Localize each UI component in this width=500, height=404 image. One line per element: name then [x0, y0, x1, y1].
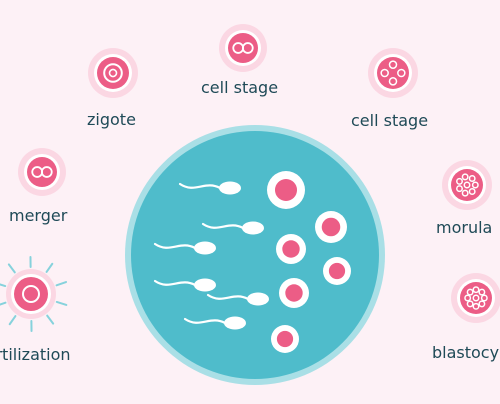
cell-body [14, 277, 48, 311]
sperm-head [219, 182, 241, 195]
egg-nucleus [322, 218, 341, 237]
merger-cell [18, 148, 66, 196]
sperm-head [224, 317, 246, 330]
blastocyst-cell [451, 273, 500, 323]
sperm-head [194, 279, 216, 292]
egg-cell [279, 278, 309, 308]
sperm-head [242, 222, 264, 235]
sperm-ray [9, 264, 15, 272]
petri-dish [125, 125, 385, 385]
egg-nucleus [329, 263, 345, 279]
sperm-ray [57, 282, 66, 285]
label-cell-stage-2: cell stage [201, 78, 278, 97]
sperm-head [194, 242, 216, 255]
sperm-ray [10, 316, 16, 324]
dish-liquid [131, 131, 379, 379]
egg-nucleus [277, 331, 293, 347]
sperm-ray [47, 264, 53, 272]
egg-cell [323, 257, 351, 285]
egg-nucleus [282, 240, 299, 257]
sperm-ray [57, 302, 67, 305]
label-morula: morula [436, 218, 492, 237]
morula-cell [442, 160, 492, 210]
zigote-cell [88, 48, 138, 98]
label-cell-stage-4: cell stage [351, 111, 428, 130]
cell-stage-2-cell [219, 24, 267, 72]
sperm-ray [0, 303, 5, 306]
fertilization-cell [0, 257, 66, 331]
egg-cell [315, 211, 347, 243]
egg-cell [267, 171, 305, 209]
cell-body [97, 57, 129, 89]
sperm-head [247, 293, 269, 306]
label-blastocyst: blastocyst [432, 343, 500, 362]
sperm-ray [47, 316, 53, 324]
label-merger: merger [9, 206, 67, 225]
cell-stage-4-cell [368, 48, 418, 98]
egg-nucleus [275, 179, 297, 201]
sperm-ray [0, 283, 5, 286]
egg-nucleus [285, 284, 302, 301]
egg-cell [271, 325, 299, 353]
egg-cell [276, 234, 306, 264]
label-fertilization: fertilization [0, 345, 71, 364]
label-zigote: zigote [87, 110, 136, 129]
